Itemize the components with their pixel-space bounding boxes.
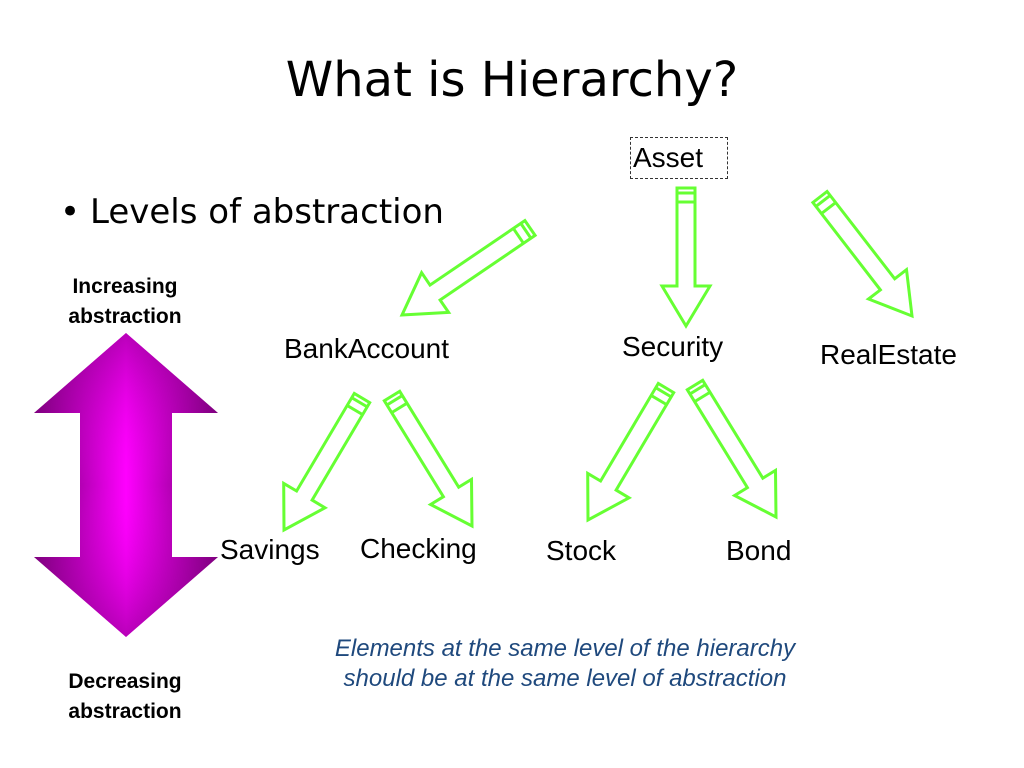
arrow-asset-to-security <box>659 186 713 329</box>
decreasing-abstraction-label: Decreasing abstraction <box>40 667 210 727</box>
increasing-label-line1: Increasing <box>72 275 178 298</box>
node-bond: Bond <box>726 535 792 566</box>
node-bankaccount: BankAccount <box>284 333 449 364</box>
bullet-text: Levels of abstraction <box>90 192 444 232</box>
arrow-bankaccount-to-checking <box>382 389 474 529</box>
bullet-symbol: • <box>60 192 81 232</box>
node-checking: Checking <box>360 533 477 564</box>
node-stock: Stock <box>546 535 617 566</box>
node-asset: Asset <box>630 137 729 179</box>
increasing-label-line2: abstraction <box>68 305 182 328</box>
decreasing-label-line1: Decreasing <box>68 670 182 693</box>
caption-line2: should be at the same level of abstracti… <box>343 665 787 692</box>
caption: Elements at the same level of the hierar… <box>260 634 870 694</box>
arrow-asset-to-bankaccount <box>399 218 538 317</box>
node-savings: Savings <box>220 534 320 565</box>
increasing-abstraction-label: Increasing abstraction <box>40 272 210 332</box>
node-security: Security <box>622 331 724 362</box>
arrow-asset-to-realestate <box>810 189 914 319</box>
decreasing-label-line2: abstraction <box>68 700 182 723</box>
caption-line1: Elements at the same level of the hierar… <box>334 635 796 662</box>
abstraction-double-arrow <box>34 333 218 637</box>
bullet-item: •Levels of abstraction <box>60 190 444 234</box>
slide-title: What is Hierarchy? <box>285 52 739 108</box>
arrow-security-to-bond <box>685 378 778 520</box>
arrow-security-to-stock <box>586 381 676 523</box>
node-realestate: RealEstate <box>820 339 957 370</box>
arrow-bankaccount-to-savings <box>282 391 372 533</box>
